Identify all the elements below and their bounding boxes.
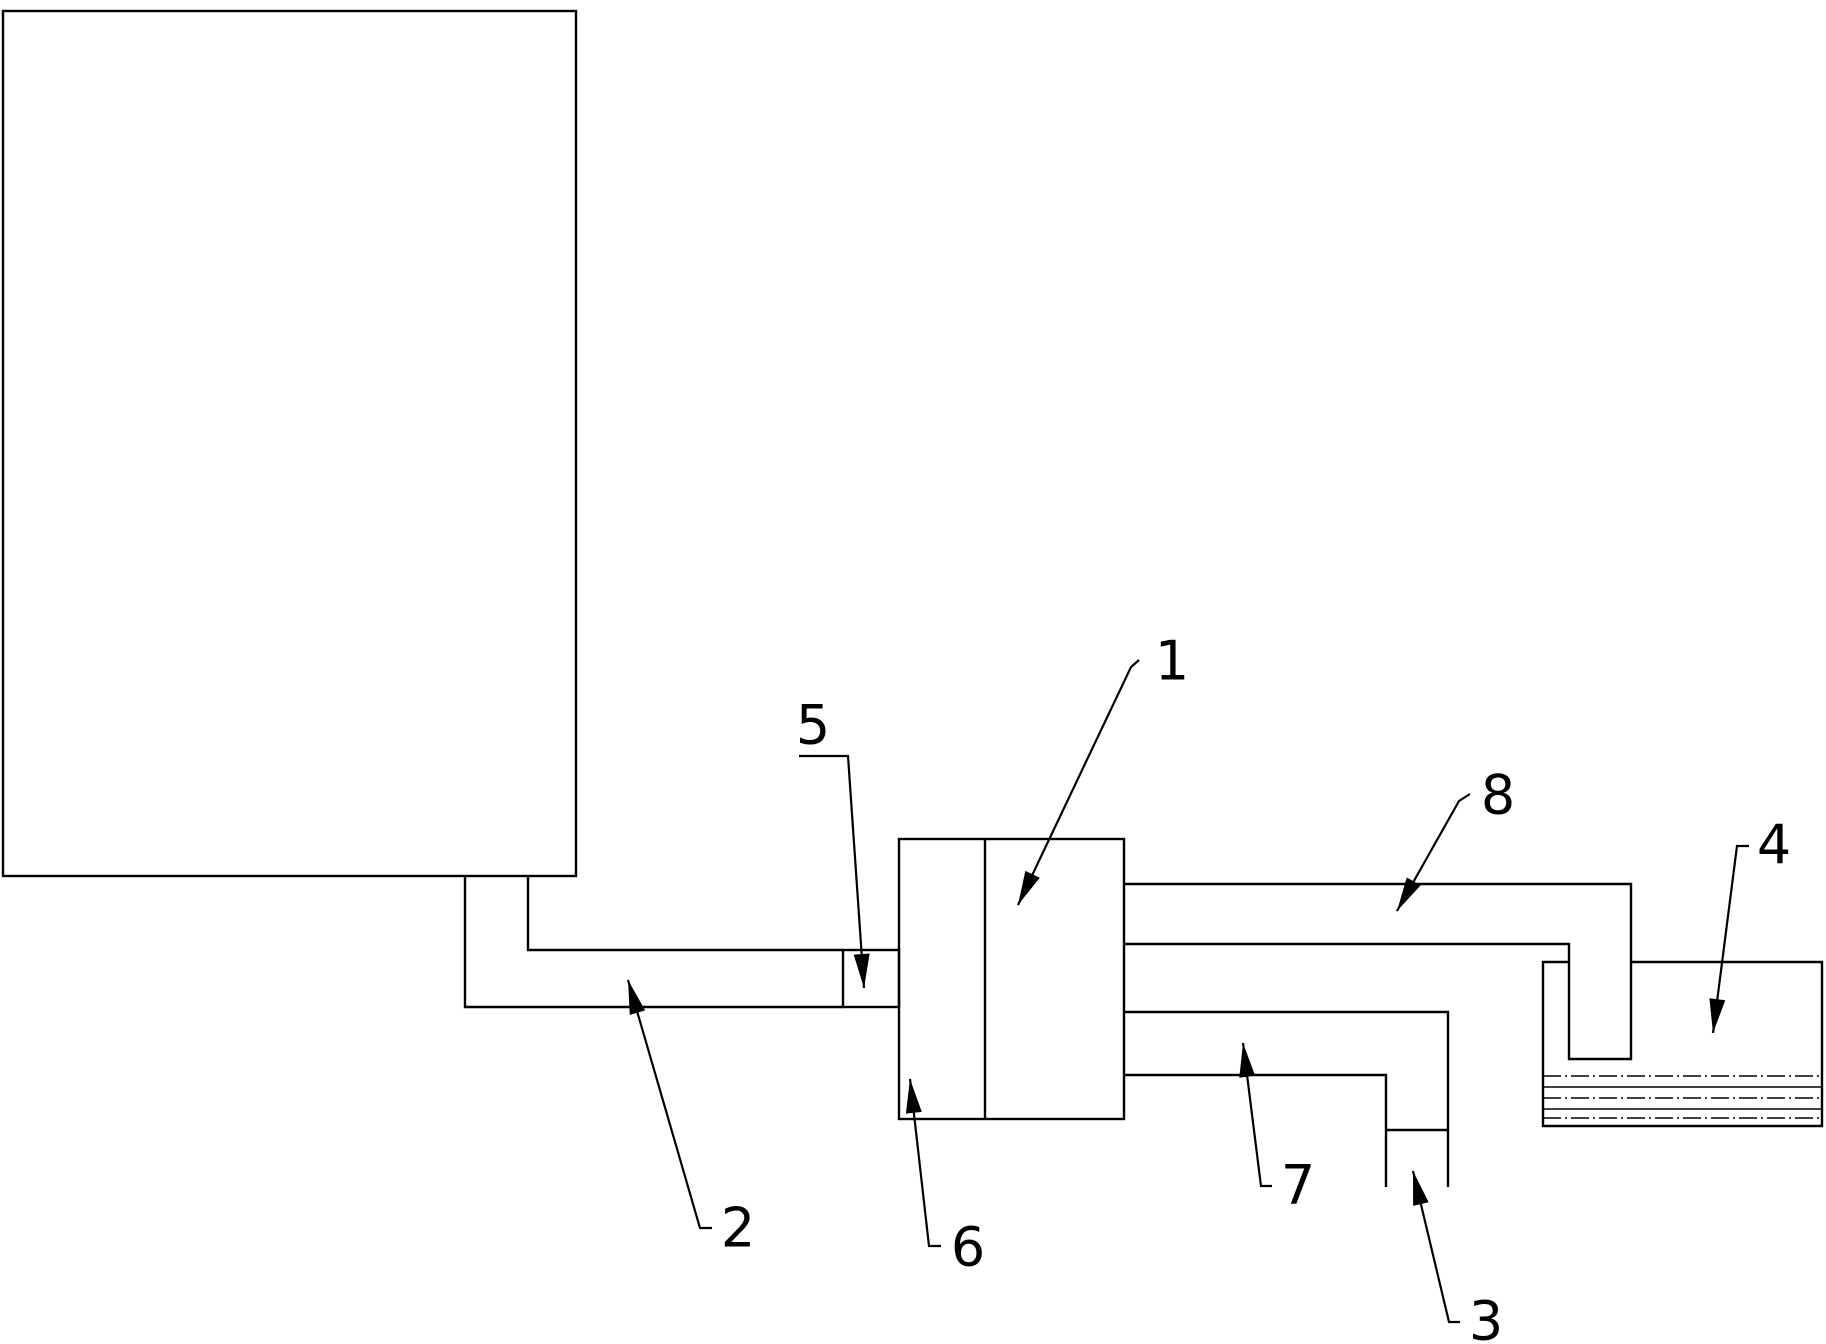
leader-6 (908, 1078, 941, 1248)
leader-3 (1411, 1170, 1460, 1324)
leader-1 (1017, 659, 1140, 906)
leader-7 (1241, 1042, 1272, 1188)
label-1: 1 (1155, 630, 1189, 693)
label-6: 6 (951, 1216, 985, 1279)
arrowhead-2 (628, 980, 646, 1015)
arrowhead-3 (1413, 1171, 1429, 1206)
arrowhead-8 (1397, 877, 1421, 911)
unit-1 (897, 837, 1126, 1121)
leader-lines (626, 659, 1749, 1324)
arrowhead-6 (905, 1079, 922, 1114)
pipe-8-outer (1124, 882, 1633, 1061)
pipe-2-outer (463, 876, 843, 1009)
arrowhead-4 (1709, 998, 1726, 1033)
leader-8 (1396, 793, 1471, 912)
label-7: 7 (1281, 1154, 1315, 1217)
leader-2 (626, 979, 712, 1230)
arrowhead-1 (1018, 870, 1040, 905)
arrowhead-7 (1239, 1043, 1256, 1078)
label-5: 5 (796, 694, 830, 757)
main-tank (1, 9, 578, 878)
pipe-2-inner (526, 876, 843, 952)
label-2: 2 (721, 1197, 755, 1260)
label-3: 3 (1469, 1290, 1503, 1344)
arrowhead-5 (853, 953, 870, 988)
pipe-7-outer (1124, 1010, 1450, 1187)
label-8: 8 (1481, 764, 1515, 827)
pipe-7-inner (1124, 1073, 1388, 1187)
leader-4 (1711, 844, 1749, 1034)
leader-5 (799, 754, 866, 989)
valve-5 (841, 948, 901, 1009)
container-4 (1541, 960, 1824, 1128)
label-4: 4 (1757, 814, 1791, 877)
